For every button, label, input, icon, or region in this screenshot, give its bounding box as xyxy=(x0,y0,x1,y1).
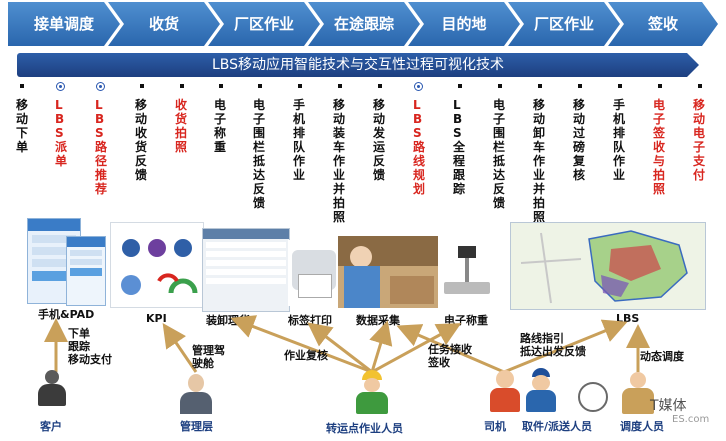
step-plant-op-1: 厂区作业 xyxy=(208,2,320,46)
loading-screenshot xyxy=(202,228,290,312)
driver-avatar xyxy=(488,368,522,412)
bullet-icon xyxy=(458,84,462,88)
bullet-icon xyxy=(578,84,582,88)
func-label: 移动下单 xyxy=(16,98,29,154)
courier-avatar xyxy=(524,368,558,412)
location-icon xyxy=(414,82,423,91)
func-label: 电子称重 xyxy=(214,98,227,154)
func-label: 电子签收与拍照 xyxy=(653,98,666,196)
step-in-transit: 在途跟踪 xyxy=(308,2,420,46)
func-label: LBS全程跟踪 xyxy=(453,98,466,196)
bullet-icon xyxy=(618,84,622,88)
func-label: 收货拍照 xyxy=(175,98,188,154)
func-label: 移动电子支付 xyxy=(693,98,706,182)
role-driver: 司机 xyxy=(484,420,506,433)
func-label: 移动收货反馈 xyxy=(135,98,148,182)
step-receive: 收货 xyxy=(108,2,220,46)
customer-avatar xyxy=(36,370,68,410)
lbs-map xyxy=(510,222,706,310)
bullet-icon xyxy=(498,84,502,88)
func-label: LBS派单 xyxy=(55,98,68,168)
system-label-phone: 手机&PAD xyxy=(38,308,95,321)
flow-label-manager: 管理驾 驶舱 xyxy=(192,344,225,370)
tech-banner xyxy=(17,53,699,77)
step-destination: 目的地 xyxy=(408,2,520,46)
label-printer-image xyxy=(288,240,340,306)
bullet-icon xyxy=(258,84,262,88)
watermark-text: T媒体 xyxy=(650,398,687,414)
func-label: 移动装车作业并拍照 xyxy=(333,98,346,224)
func-label: 移动过磅复核 xyxy=(573,98,586,182)
watermark-url: ES.com xyxy=(672,414,710,425)
bullet-icon xyxy=(140,84,144,88)
step-order-dispatch: 接单调度 xyxy=(8,2,120,46)
bullet-icon xyxy=(298,84,302,88)
func-label: 移动发运反馈 xyxy=(373,98,386,182)
location-icon xyxy=(56,82,65,91)
tech-banner-text: LBS移动应用智能技术与交互性过程可视化技术 xyxy=(211,57,505,73)
bullet-icon xyxy=(338,84,342,88)
kpi-dashboard xyxy=(110,222,204,308)
flow-label-route: 路线指引 抵达出发反馈 xyxy=(520,332,586,358)
location-icon xyxy=(96,82,105,91)
func-label: 电子围栏抵达反馈 xyxy=(493,98,506,210)
bullet-icon xyxy=(658,84,662,88)
func-label: 手机排队作业 xyxy=(613,98,626,182)
manager-avatar xyxy=(178,374,214,414)
bullet-icon xyxy=(378,84,382,88)
bullet-icon xyxy=(20,84,24,88)
func-label: 电子围栏抵达反馈 xyxy=(253,98,266,210)
system-label-kpi: KPI xyxy=(146,312,167,325)
bullet-icon xyxy=(538,84,542,88)
data-collection-photo xyxy=(338,236,438,308)
func-label: 移动卸车作业并拍照 xyxy=(533,98,546,224)
bullet-icon xyxy=(180,84,184,88)
func-label: LBS路径推荐 xyxy=(95,98,108,196)
worker-avatar xyxy=(352,370,392,414)
watermark-logo xyxy=(578,382,608,412)
dispatcher-avatar xyxy=(620,372,656,414)
role-manager: 管理层 xyxy=(180,420,213,433)
role-worker: 转运点作业人员 xyxy=(326,422,403,435)
bullet-icon xyxy=(219,84,223,88)
func-label: LBS路线规划 xyxy=(413,98,426,196)
step-plant-op-2: 厂区作业 xyxy=(508,2,620,46)
role-customer: 客户 xyxy=(40,420,62,433)
flow-label-customer: 下单 跟踪 移动支付 xyxy=(68,327,112,366)
bullet-icon xyxy=(698,84,702,88)
step-sign: 签收 xyxy=(608,2,718,46)
scale-image xyxy=(440,240,492,304)
flow-label-dispatch: 动态调度 xyxy=(640,350,684,363)
role-courier: 取件/派送人员 xyxy=(522,420,593,433)
flow-label-worker: 作业复核 xyxy=(284,349,328,362)
role-dispatcher: 调度人员 xyxy=(620,420,664,433)
phone-screenshot-2 xyxy=(66,236,106,306)
flow-label-task: 任务接收 签收 xyxy=(428,343,472,369)
func-label: 手机排队作业 xyxy=(293,98,306,182)
